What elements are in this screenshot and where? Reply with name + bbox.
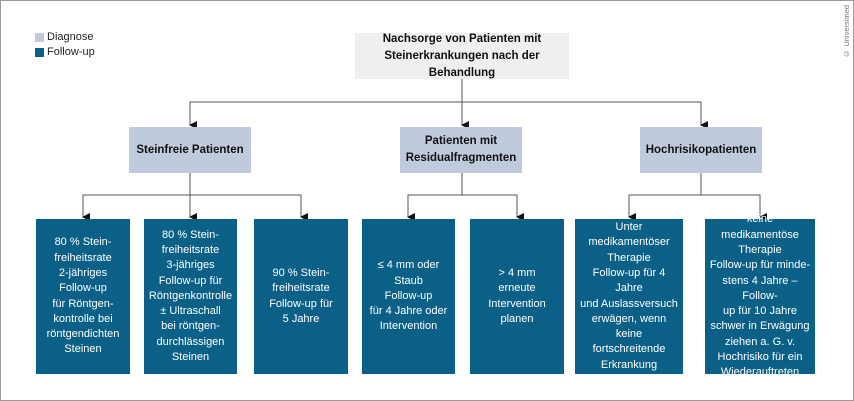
leaf-node: > 4 mm erneute Intervention planen	[470, 219, 564, 374]
category-residualfragmente: Patienten mit Residualfragmenten	[400, 127, 522, 173]
root-node: Nachsorge von Patienten mit Steinerkrank…	[355, 33, 569, 79]
leaf-node: 90 % Stein- freiheitsrate Follow-up für …	[254, 219, 348, 374]
diagnose-swatch	[35, 32, 44, 42]
leaf-node: Unter medikamentöser Therapie Follow-up …	[575, 219, 683, 374]
legend-follow-up: Follow-up	[35, 46, 95, 58]
follow-up-swatch	[35, 47, 44, 57]
leaf-node: ≤ 4 mm oder Staub Follow-up für 4 Jahre …	[362, 219, 455, 374]
leaf-node: 80 % Stein- freiheitsrate 3-jähriges Fol…	[144, 219, 237, 374]
category-steinfrei: Steinfreie Patienten	[129, 127, 251, 173]
legend-label: Diagnose	[47, 31, 94, 43]
leaf-node: keine medikamentöse Therapie Follow-up f…	[705, 213, 815, 378]
legend-label: Follow-up	[47, 46, 95, 58]
leaf-node: 80 % Stein- freiheitsrate 2-jähriges Fol…	[36, 219, 130, 374]
legend-diagnose: Diagnose	[35, 31, 93, 43]
connector	[189, 101, 702, 125]
category-hochrisiko: Hochrisikopatienten	[640, 127, 762, 173]
